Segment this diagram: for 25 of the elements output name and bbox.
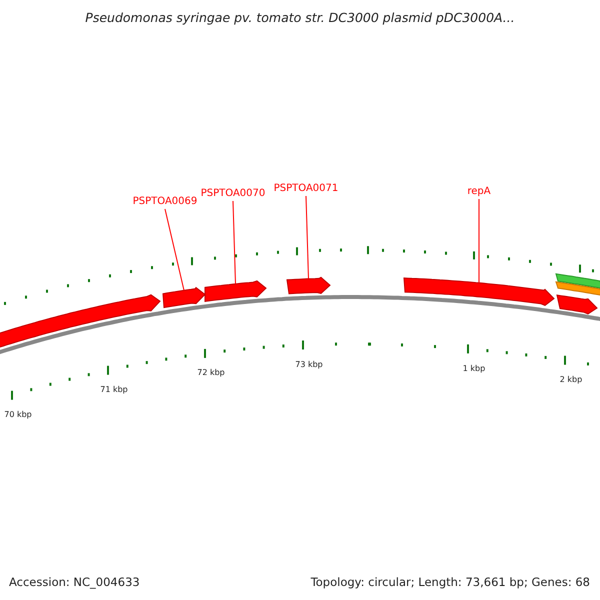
gene-feature <box>0 294 161 350</box>
leader-line <box>164 208 184 291</box>
scale-label: 2 kbp <box>560 375 582 384</box>
accession-text: Accession: NC_004633 <box>9 575 140 589</box>
gene-feature <box>556 294 598 314</box>
leader-line <box>306 196 309 280</box>
summary-text: Topology: circular; Length: 73,661 bp; Genes: 68 <box>310 575 590 589</box>
scale-label: 1 kbp <box>462 364 486 373</box>
scale-label: 71 kbp <box>100 385 128 394</box>
scale-label: 73 kbp <box>295 360 323 369</box>
plasmid-title: Pseudomonas syringae pv. tomato str. DC3000 plasmid pDC3000A... <box>84 10 516 25</box>
gene-feature <box>162 286 206 308</box>
gene-label: PSPTOA0070 <box>200 188 266 199</box>
feature-bar <box>555 281 600 296</box>
feature-bar <box>555 273 600 290</box>
leader-line <box>232 200 236 284</box>
gene-feature <box>286 276 331 294</box>
scale-label: 70 kbp <box>4 410 32 419</box>
gene-label: PSPTOA0071 <box>274 183 338 194</box>
leader-line <box>478 198 480 284</box>
gene-label: repA <box>467 186 491 197</box>
scale-label: 72 kbp <box>197 368 225 377</box>
gene-feature <box>204 280 267 302</box>
gene-label: PSPTOA0069 <box>132 196 198 207</box>
gene-feature <box>403 277 555 306</box>
